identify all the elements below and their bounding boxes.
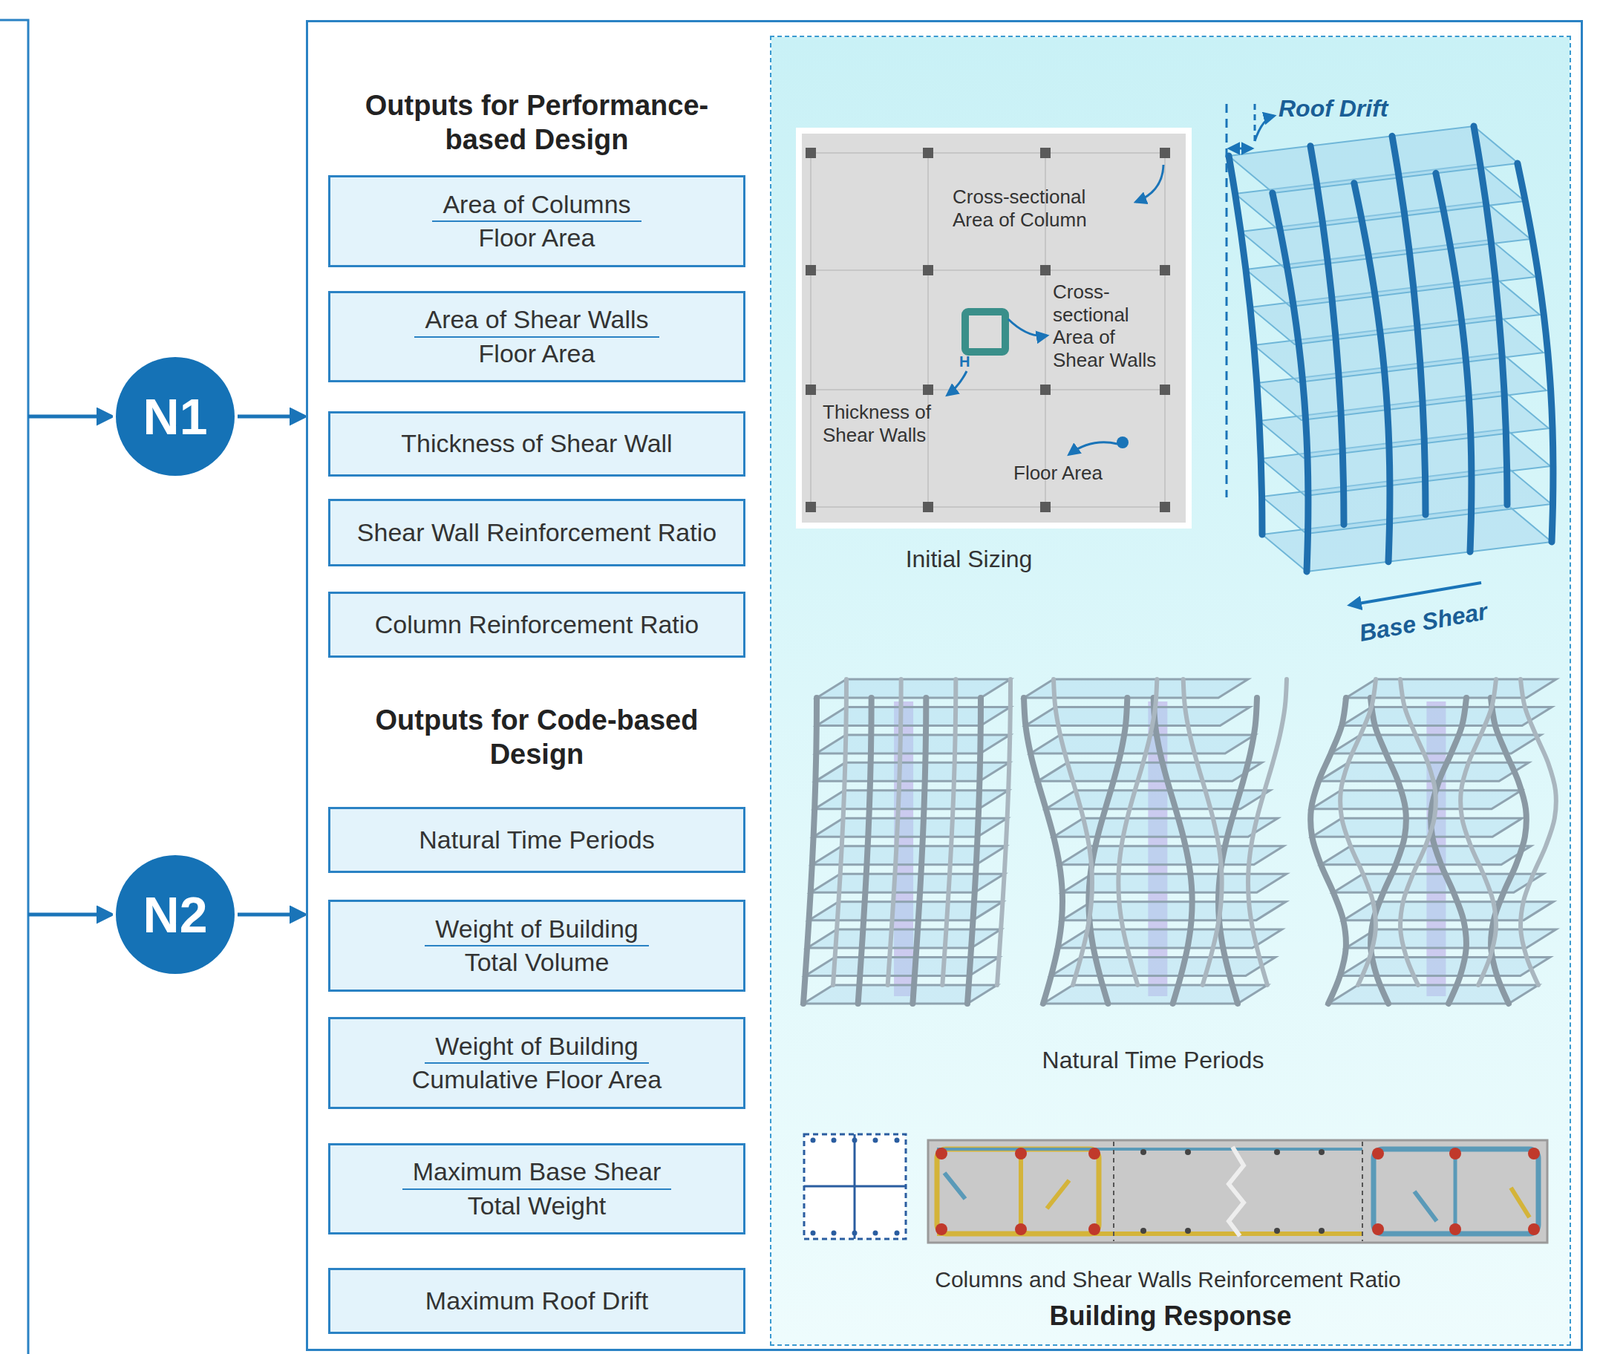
ratio-denominator: Floor Area	[478, 339, 596, 369]
output-box: Shear Wall Reinforcement Ratio	[328, 498, 746, 567]
output-box: Natural Time Periods	[328, 807, 746, 874]
flow-arrow	[237, 415, 305, 419]
ratio-denominator: Cumulative Floor Area	[412, 1065, 662, 1095]
input-arrow	[28, 415, 112, 419]
response-label: Base Shear	[1357, 597, 1490, 648]
shear-wall-core	[965, 311, 1006, 352]
left-panel-border	[0, 20, 29, 1354]
flow-arrow	[237, 913, 305, 917]
output-name: Shear Wall Reinforcement Ratio	[357, 518, 717, 548]
ratio-numerator: Weight of Building	[424, 1032, 649, 1064]
response-ground	[771, 37, 1570, 1345]
ratio-numerator: Area of Columns	[432, 190, 641, 222]
ratio-denominator: Total Volume	[464, 948, 610, 978]
column-marker	[805, 147, 1171, 513]
ratio-numerator: Weight of Building	[424, 914, 649, 947]
output-box: Weight of BuildingCumulative Floor Area	[328, 1017, 746, 1110]
section-heading: Outputs for Code-based Design	[328, 703, 746, 772]
ratio-numerator: Maximum Base Shear	[402, 1157, 672, 1190]
output-box: Thickness of Shear Wall	[328, 411, 746, 477]
output-box: Maximum Base ShearTotal Weight	[328, 1143, 746, 1235]
dimension-label: Cross- sectional Area of Shear Walls	[1052, 280, 1165, 372]
node-number: N1	[143, 387, 208, 446]
output-box: Column Reinforcement Ratio	[328, 591, 746, 658]
dimension-label: Floor Area	[1013, 461, 1103, 485]
output-name: Column Reinforcement Ratio	[374, 610, 700, 640]
output-box: Area of ColumnsFloor Area	[328, 175, 746, 268]
output-name: Natural Time Periods	[418, 825, 655, 855]
floor-plan	[798, 130, 1189, 526]
plan-grid	[810, 152, 1165, 508]
shear-wall-section	[928, 1140, 1548, 1243]
output-node-circle: N1	[115, 357, 235, 476]
dimension-label: Cross-sectional Area of Column	[952, 185, 1124, 231]
output-box: Area of Shear WallsFloor Area	[328, 291, 746, 383]
output-box: Weight of BuildingTotal Volume	[328, 899, 746, 992]
leader-arrow	[947, 164, 1164, 455]
node-number: N2	[143, 885, 208, 944]
output-name: Thickness of Shear Wall	[400, 429, 672, 459]
base-shear-arrow	[1349, 582, 1482, 606]
output-node-circle: N2	[115, 855, 235, 975]
dimension-label: Thickness of Shear Walls	[822, 400, 949, 447]
building-model	[1228, 126, 1554, 572]
figure-caption: Columns and Shear Walls Reinforcement Ra…	[934, 1266, 1402, 1293]
roof-drift-marker	[1226, 103, 1275, 498]
figure-caption: Initial Sizing	[905, 545, 1033, 574]
building-response-region: Building Response	[769, 35, 1572, 1347]
output-name: Maximum Roof Drift	[425, 1286, 649, 1316]
input-arrow	[28, 913, 112, 917]
figure-caption: Natural Time Periods	[1042, 1046, 1265, 1076]
outputs-panel: Outputs for Performance-based DesignOutp…	[305, 20, 1583, 1352]
ratio-numerator: Area of Shear Walls	[414, 305, 659, 338]
output-box: Maximum Roof Drift	[328, 1268, 746, 1335]
ratio-denominator: Floor Area	[478, 223, 596, 253]
column-section	[804, 1134, 906, 1240]
region-title: Building Response	[771, 1300, 1570, 1332]
section-heading: Outputs for Performance-based Design	[328, 89, 746, 157]
mode-shape-frames	[803, 679, 1557, 1004]
floor-area-dot	[1116, 436, 1129, 449]
ratio-denominator: Total Weight	[467, 1191, 606, 1221]
response-label: Roof Drift	[1278, 95, 1389, 124]
dimension-symbol: H	[959, 353, 970, 372]
